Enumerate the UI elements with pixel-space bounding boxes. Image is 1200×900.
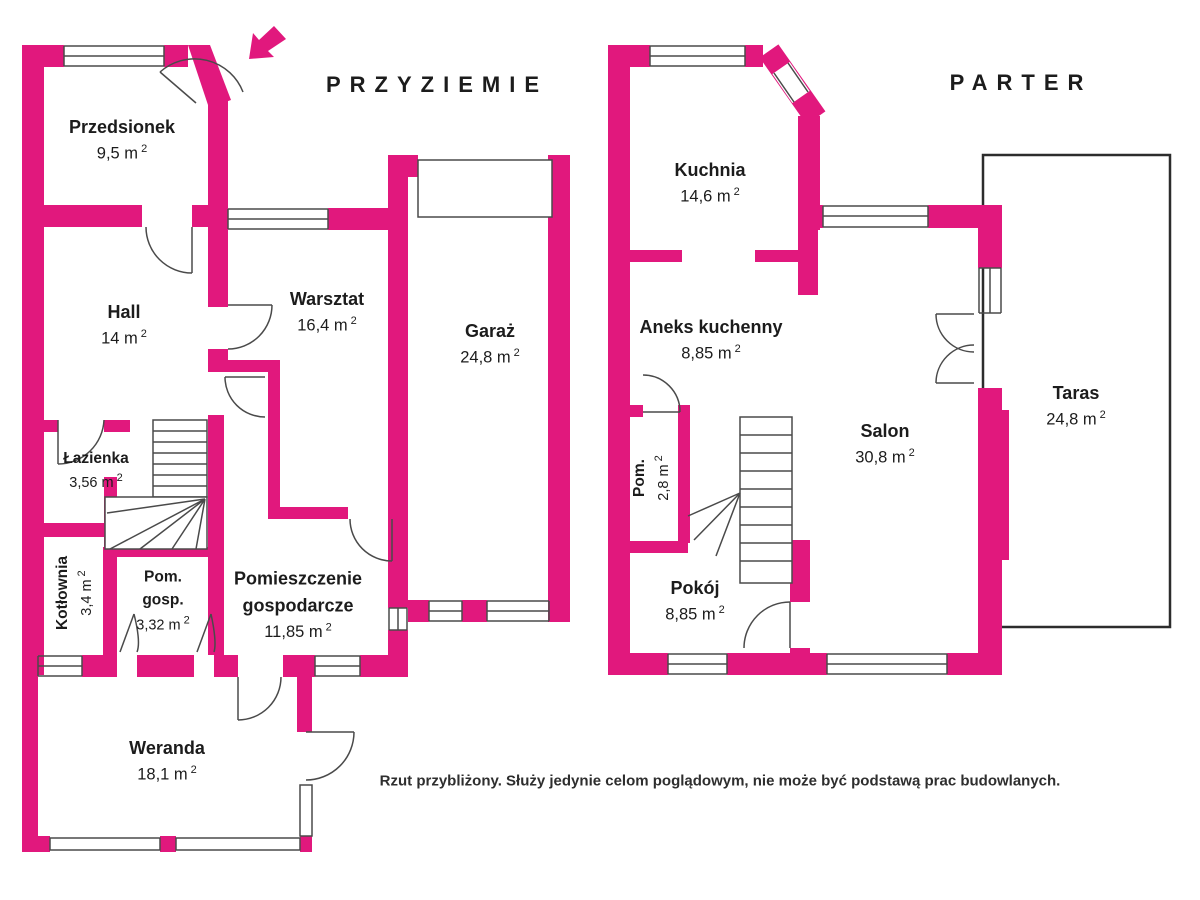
taras-outline [981, 153, 1172, 629]
przyziemie-windows [37, 45, 550, 677]
floor-plan-parter-walls [608, 44, 1009, 675]
plan-title-parter: PARTER [949, 70, 1093, 95]
floor-plan-przyziemie-walls [22, 45, 570, 852]
garage-door [417, 159, 553, 218]
parter-windows [649, 45, 1002, 675]
parter-stairs [687, 416, 793, 584]
przyziemie-doors [57, 58, 393, 781]
entrance-arrow-icon [249, 26, 286, 59]
plan-title-przyziemie: PRZYZIEMIE [325, 72, 549, 97]
room-label-kotlownia: Kotłownia 3,4 m2 [54, 555, 96, 631]
parter-doors [642, 313, 975, 649]
weranda-thin-walls [49, 784, 313, 851]
disclaimer-text: Rzut przybliżony. Służy jedynie celom po… [379, 772, 1061, 790]
przyziemie-stairs [104, 419, 208, 550]
room-label-pom: Pom. 2,8 m2 [631, 455, 673, 501]
